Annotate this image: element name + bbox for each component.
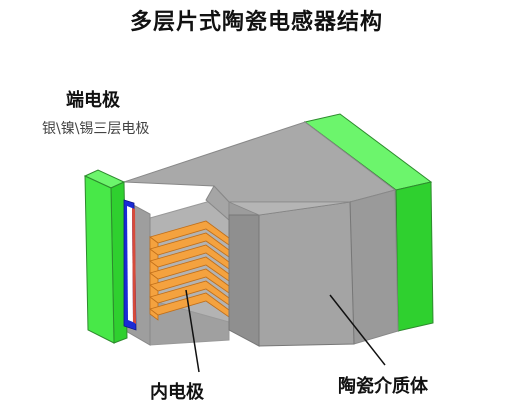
ceramic-dielectric-label: 陶瓷介质体 <box>338 376 428 397</box>
inner-electrode-coils <box>149 220 230 321</box>
terminal-layers-label: 银\镍\锡三层电极 <box>42 121 150 137</box>
terminal-electrode-label: 端电极 <box>66 90 120 111</box>
inner-electrode-leader <box>185 289 200 373</box>
inner-electrode-label: 内电极 <box>150 382 204 403</box>
diagram-title: 多层片式陶瓷电感器结构 <box>129 10 383 35</box>
left-terminal-electrode <box>83 169 137 344</box>
ceramic-front-block <box>205 185 355 347</box>
ceramic-body-right-face <box>349 189 399 345</box>
ceramic-leader <box>329 294 386 366</box>
